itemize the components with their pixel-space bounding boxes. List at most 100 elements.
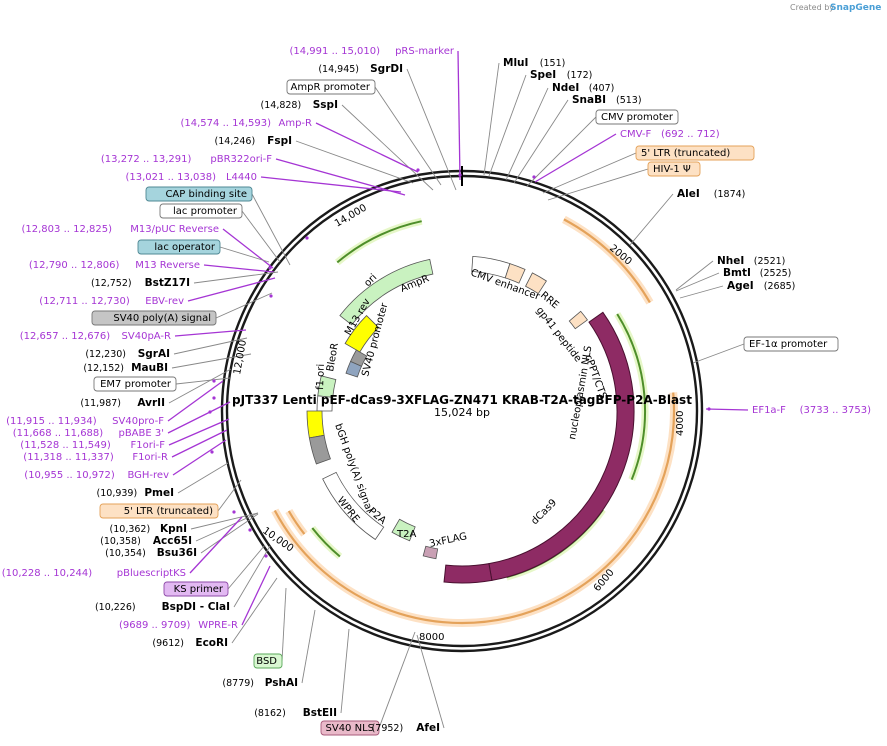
leader-line bbox=[233, 545, 271, 608]
primer-position: (11,528 .. 11,549) bbox=[20, 440, 111, 451]
primer-position: (3733 .. 3753) bbox=[800, 405, 872, 416]
map-label: SgrDI(14,945) bbox=[318, 63, 403, 75]
leader-line bbox=[168, 418, 230, 446]
feature-label-box bbox=[99, 503, 219, 519]
enzyme-site-label: PshAI bbox=[265, 677, 298, 689]
leader-line bbox=[416, 634, 445, 729]
leader-line bbox=[483, 62, 500, 176]
feature-label-box bbox=[595, 109, 679, 125]
leader-line bbox=[174, 329, 247, 337]
map-label: PshAI(8779) bbox=[222, 677, 298, 689]
leader-line bbox=[513, 99, 569, 184]
feature-label-box bbox=[159, 203, 243, 219]
bleor-block bbox=[317, 375, 337, 398]
leader-line bbox=[679, 285, 724, 299]
enzyme-position: (10,226) bbox=[95, 602, 136, 613]
arc-top-green-halo bbox=[335, 217, 423, 266]
ltr-block bbox=[504, 263, 526, 284]
enzyme-position: (8162) bbox=[254, 708, 286, 719]
primer-position: (10,955 .. 10,972) bbox=[24, 470, 115, 481]
feature-label: CMV promoter bbox=[601, 112, 674, 123]
primer-label: M13/pUC Reverse bbox=[130, 224, 219, 235]
map-label: CMV promoter bbox=[595, 109, 679, 125]
map-label: SnaBI(513) bbox=[572, 94, 642, 106]
leader-line bbox=[547, 168, 649, 201]
leader-line bbox=[203, 264, 275, 273]
leader-line bbox=[315, 122, 419, 173]
enzyme-site-label: SpeI bbox=[530, 69, 556, 81]
primer-position: (12,657 .. 12,676) bbox=[20, 331, 111, 342]
feature-label: CAP binding site bbox=[165, 189, 247, 200]
inner-feature-label: T2A bbox=[396, 529, 416, 540]
primer-position: (10,228 .. 10,244) bbox=[2, 568, 93, 579]
enzyme-position: (14,246) bbox=[215, 136, 256, 147]
leader-line bbox=[488, 74, 527, 177]
primer-label: SV40pA-R bbox=[122, 331, 171, 342]
map-label: F1ori-F(11,528 .. 11,549) bbox=[20, 440, 165, 451]
f1-ori-block bbox=[306, 410, 325, 439]
bgh-block bbox=[308, 434, 331, 465]
primer-site-marker bbox=[269, 294, 273, 298]
map-label: lac promoter bbox=[159, 203, 243, 219]
leader-line bbox=[171, 353, 252, 369]
enzyme-site-label: SgrAI bbox=[138, 348, 170, 360]
feature-label-box bbox=[635, 145, 755, 161]
leader-line bbox=[189, 516, 243, 574]
inner-feature-label: 3xFLAG bbox=[428, 531, 468, 550]
sv40-block bbox=[350, 349, 368, 367]
cppt-block bbox=[568, 310, 588, 330]
leader-line bbox=[378, 631, 416, 729]
enzyme-site-label: BmtI bbox=[723, 267, 751, 279]
enzyme-site-label: SgrDI bbox=[370, 63, 403, 75]
primer-position: (14,574 .. 14,593) bbox=[181, 118, 272, 129]
map-label: PmeI(10,939) bbox=[97, 487, 174, 499]
leader-line bbox=[222, 228, 274, 269]
enzyme-position: (2685) bbox=[764, 281, 796, 292]
map-label: SgrAI(12,230) bbox=[85, 348, 170, 360]
leader-line bbox=[281, 587, 287, 662]
enzyme-site-label: MauBI bbox=[131, 362, 168, 374]
map-label: BGH-rev(10,955 .. 10,972) bbox=[24, 470, 169, 481]
enzyme-site-label: AgeI bbox=[727, 280, 754, 292]
enzyme-site-label: Acc65I bbox=[153, 535, 192, 547]
enzyme-position: (1874) bbox=[714, 189, 746, 200]
feature-label-box bbox=[320, 720, 380, 736]
map-label: EcoRI(9612) bbox=[152, 637, 228, 649]
leader-line bbox=[241, 210, 281, 263]
snapgene-logo: SnapGene bbox=[830, 3, 881, 13]
arc-ef1a-promoter bbox=[616, 313, 646, 480]
feature-label: SV40 NLS bbox=[326, 723, 375, 734]
enzyme-site-label: Bsu36I bbox=[157, 547, 197, 559]
primer-position: (11,915 .. 11,934) bbox=[6, 416, 97, 427]
feature-label-box bbox=[145, 186, 253, 202]
inner-feature-label: BleoR bbox=[325, 342, 341, 372]
feature-labels: MluI(151)SpeI(172)NdeI(407)SnaBI(513)CMV… bbox=[2, 46, 872, 736]
map-label: WPRE-R(9689 .. 9709) bbox=[119, 620, 238, 631]
leader-line bbox=[167, 401, 231, 434]
leader-line bbox=[260, 176, 402, 193]
tick-label-12000: 12,000 bbox=[232, 339, 249, 375]
enzyme-position: (10,354) bbox=[105, 548, 146, 559]
plasmid-size: 15,024 bp bbox=[434, 406, 490, 419]
primer-site-marker bbox=[532, 175, 536, 179]
leader-line bbox=[200, 513, 259, 554]
primer-site-marker bbox=[212, 396, 216, 400]
map-label: 5' LTR (truncated) bbox=[99, 503, 219, 519]
enzyme-site-label: BspDI - ClaI bbox=[162, 601, 230, 613]
feature-label: lac promoter bbox=[173, 206, 238, 217]
primer-site-marker bbox=[232, 510, 236, 514]
primer-label: L4440 bbox=[226, 172, 257, 183]
map-label: Acc65I(10,358) bbox=[100, 535, 192, 547]
primer-site-marker bbox=[212, 379, 216, 383]
map-label: AmpR promoter bbox=[286, 79, 376, 95]
leader-line bbox=[295, 140, 414, 184]
enzyme-site-label: NheI bbox=[717, 255, 744, 267]
enzyme-position: (12,152) bbox=[83, 363, 124, 374]
leader-line bbox=[675, 272, 720, 292]
primer-position: (14,991 .. 15,010) bbox=[290, 46, 381, 57]
map-label: EM7 promoter bbox=[93, 376, 177, 392]
leader-line bbox=[190, 512, 259, 530]
map-label: KS primer bbox=[163, 581, 229, 597]
primer-position: (12,711 .. 12,730) bbox=[39, 296, 130, 307]
